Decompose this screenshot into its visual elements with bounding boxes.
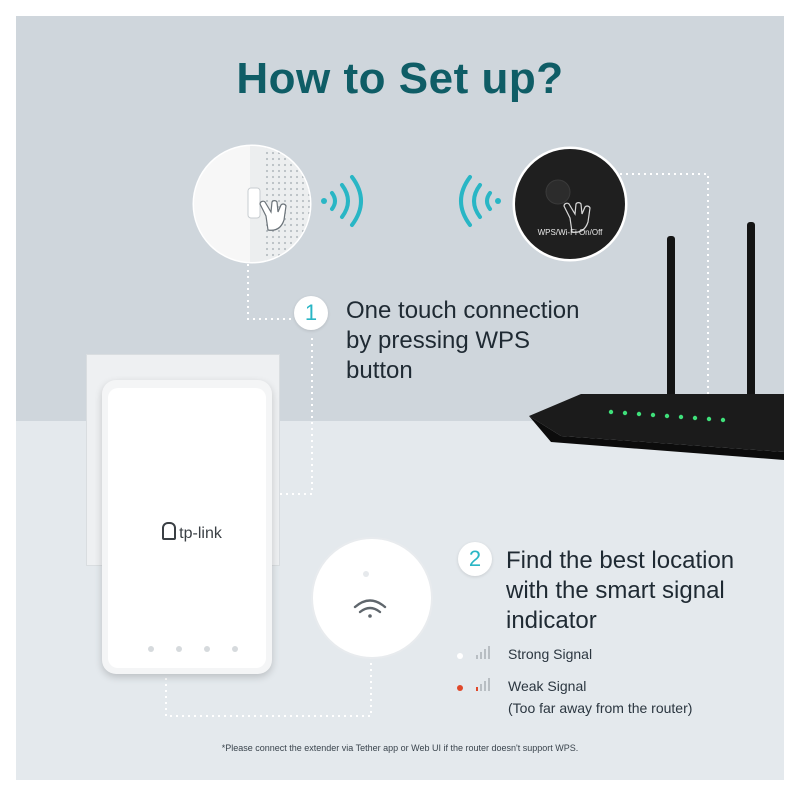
signal-indicator-closeup <box>311 537 433 659</box>
step-2-line: indicator <box>506 607 597 634</box>
wifi-icon <box>353 599 387 614</box>
router-wps-closeup: WPS/Wi-Fi On/Off <box>512 146 628 262</box>
strong-signal-label: Strong Signal <box>508 646 593 662</box>
step-2-text: Find the best location with the smart si… <box>506 546 781 636</box>
connector-signal-indicator <box>165 656 372 717</box>
step-1-line: button <box>346 357 413 384</box>
wifi-waves-icon <box>459 175 501 227</box>
step-1-line: by pressing WPS <box>346 327 531 354</box>
signal-bars-icon <box>476 646 490 659</box>
wifi-waves-icon <box>321 175 363 227</box>
router-image <box>529 222 784 460</box>
step-2-line: with the smart signal <box>506 577 725 604</box>
weak-signal-dot <box>457 685 463 691</box>
step-2-line: Find the best location <box>506 547 735 574</box>
step-1-line: One touch connection <box>346 297 580 324</box>
connector-step1-extender <box>273 338 313 495</box>
extender-leds <box>142 646 242 654</box>
strong-signal-dot <box>457 653 463 659</box>
range-extender: tp-link <box>86 354 291 674</box>
extender-wps-closeup <box>192 144 312 264</box>
background-upper <box>16 16 784 421</box>
connector-extender-button <box>247 258 293 320</box>
weak-signal-label: Weak Signal <box>508 678 587 694</box>
step-2-badge: 2 <box>458 542 492 576</box>
step-1-text: One touch connection by pressing WPS but… <box>346 296 666 386</box>
page-title: How to Set up? <box>236 54 564 103</box>
router-button-label: WPS/Wi-Fi On/Off <box>537 228 603 237</box>
setup-guide: How to Set up? <box>16 16 784 780</box>
extender-front <box>108 388 266 668</box>
brand-logo: tp-link <box>142 522 242 543</box>
step-1-badge: 1 <box>294 296 328 330</box>
connector-lines <box>165 173 709 717</box>
weak-signal-note: (Too far away from the router) <box>508 700 693 716</box>
signal-bars-icon <box>476 678 490 691</box>
footnote: *Please connect the extender via Tether … <box>221 743 579 753</box>
